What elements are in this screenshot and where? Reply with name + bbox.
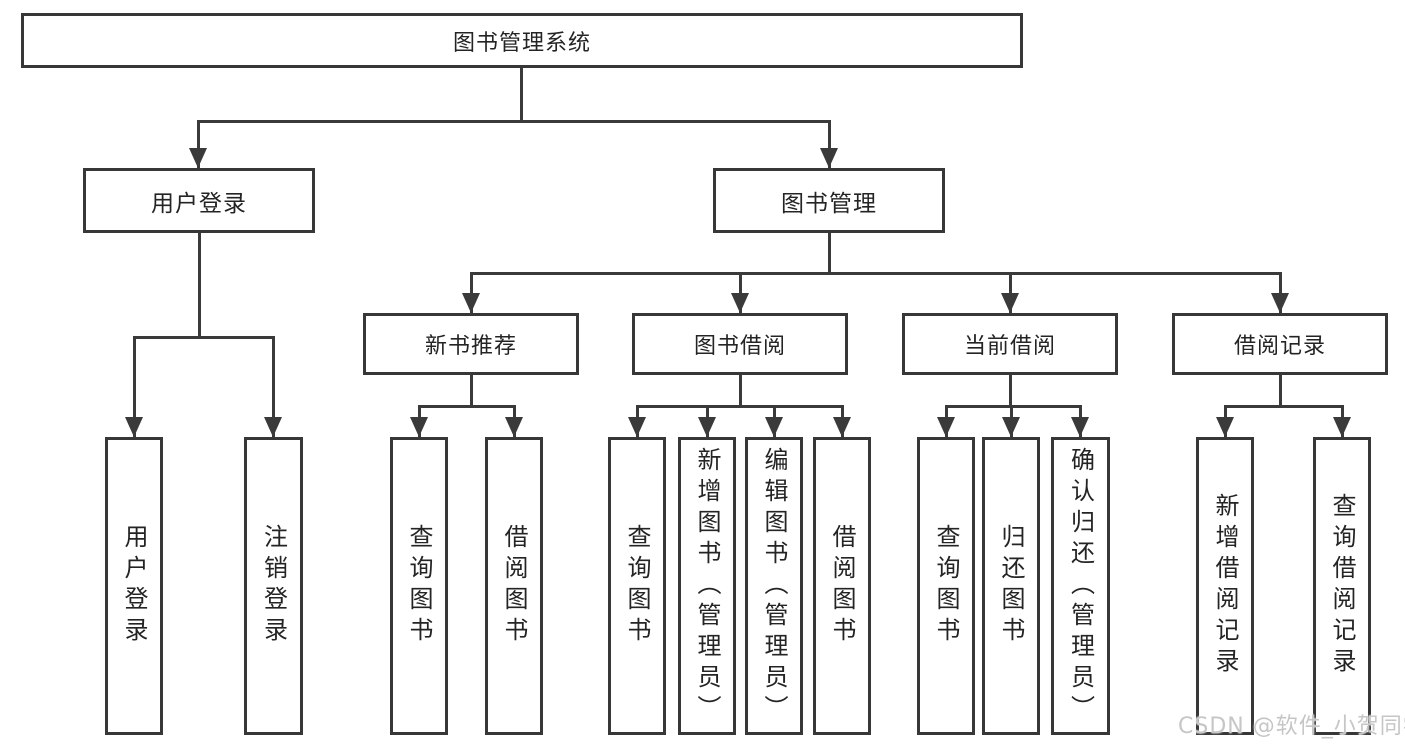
arrow-down-icon <box>189 148 207 168</box>
arrow-down-icon <box>698 417 716 437</box>
leaf-bb-query-books: 查询图书 <box>608 437 666 735</box>
arrow-down-icon <box>833 417 851 437</box>
arrow-down-icon <box>125 417 143 437</box>
arrow-down-icon <box>1216 417 1234 437</box>
arrow-down-icon <box>820 148 838 168</box>
connector-bus-current-borrow <box>945 405 1081 408</box>
arrow-down-icon <box>1002 417 1020 437</box>
arrow-down-icon <box>505 417 523 437</box>
connector-stem-new-book-rec <box>470 272 473 313</box>
connector-stem-logout <box>272 336 275 437</box>
node-book-borrow: 图书借阅 <box>632 313 848 375</box>
leaf-rec-query-books: 查询图书 <box>390 437 448 735</box>
arrow-down-icon <box>462 293 480 313</box>
leaf-bb-edit-books-admin: 编辑图书（管理员） <box>745 437 803 735</box>
connector-new-book-rec-stub <box>470 375 473 405</box>
leaf-cb-confirm-return-admin: 确认归还（管理员） <box>1051 437 1110 735</box>
leaf-bb-add-books-admin: 新增图书（管理员） <box>678 437 736 735</box>
connector-user-login-stub <box>198 233 201 336</box>
connector-book-borrow-stub <box>739 375 742 405</box>
connector-stem-book-borrow <box>739 272 742 313</box>
connector-stem-login-action <box>133 336 136 437</box>
arrow-down-icon <box>731 293 749 313</box>
connector-stem-borrow-records <box>1279 272 1282 313</box>
arrow-down-icon <box>937 417 955 437</box>
arrow-down-icon <box>410 417 428 437</box>
connector-stem-current-borrow <box>1009 272 1012 313</box>
arrow-down-icon <box>1333 417 1351 437</box>
connector-bus-new-book-rec <box>418 405 515 408</box>
node-user-login: 用户登录 <box>83 168 315 233</box>
leaf-logout: 注销登录 <box>244 437 303 735</box>
connector-current-borrow-stub <box>1009 375 1012 405</box>
connector-stem-book-mgmt <box>828 120 831 168</box>
arrow-down-icon <box>628 417 646 437</box>
node-book-management: 图书管理 <box>713 168 945 233</box>
arrow-down-icon <box>264 417 282 437</box>
arrow-down-icon <box>1001 293 1019 313</box>
connector-bus-level3 <box>470 272 1281 275</box>
arrow-down-icon <box>1271 293 1289 313</box>
node-new-book-recommend: 新书推荐 <box>363 313 579 375</box>
leaf-cb-query-books: 查询图书 <box>917 437 975 735</box>
connector-bus-user-login <box>133 336 274 339</box>
connector-bus-level2 <box>197 120 830 123</box>
connector-root-stub <box>520 68 523 120</box>
leaf-br-add-record: 新增借阅记录 <box>1196 437 1254 735</box>
leaf-user-login-action: 用户登录 <box>105 437 163 735</box>
leaf-cb-return-books: 归还图书 <box>982 437 1040 735</box>
connector-stem-user-login <box>197 120 200 168</box>
connector-bus-book-borrow <box>636 405 843 408</box>
arrow-down-icon <box>1071 417 1089 437</box>
leaf-bb-borrow-books: 借阅图书 <box>813 437 871 735</box>
connector-book-mgmt-stub <box>828 233 831 272</box>
node-current-borrow: 当前借阅 <box>902 313 1118 375</box>
node-borrow-records: 借阅记录 <box>1172 313 1388 375</box>
leaf-rec-borrow-books: 借阅图书 <box>485 437 543 735</box>
connector-bus-borrow-records <box>1224 405 1343 408</box>
leaf-br-query-record: 查询借阅记录 <box>1313 437 1371 735</box>
connector-borrow-records-stub <box>1279 375 1282 405</box>
node-root-system: 图书管理系统 <box>21 13 1023 68</box>
csdn-watermark: CSDN @软件_小贺同学 <box>1178 714 1405 739</box>
arrow-down-icon <box>765 417 783 437</box>
